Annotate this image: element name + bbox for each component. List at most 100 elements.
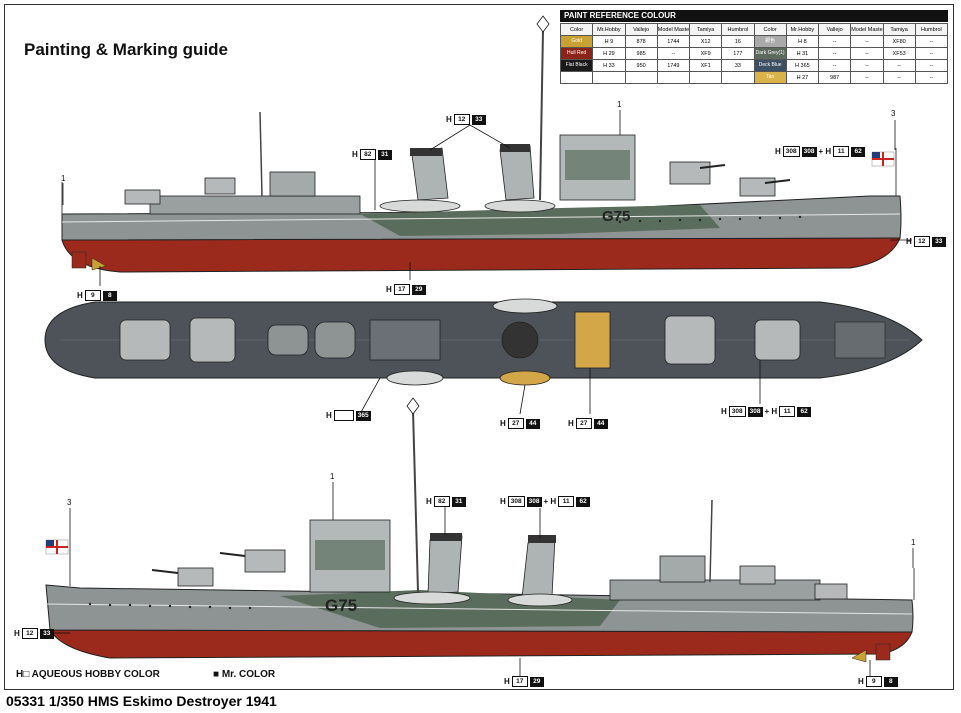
page-title: Painting & Marking guide [24, 40, 229, 59]
callout-h: H [77, 291, 83, 300]
callout-h: H [568, 419, 574, 428]
callout-code-a [333, 410, 354, 421]
header-modelmaster-2: Model Master [850, 23, 884, 36]
callout-code-a: 17 [511, 676, 528, 687]
top-aft-funnel-cap [410, 148, 442, 156]
callout-propeller-bottom: H 9 8 [858, 676, 898, 687]
top-boat-2 [484, 199, 556, 213]
callout-mast-top: H 82 31 [352, 149, 392, 160]
plan-gun-fwd-2 [754, 319, 801, 361]
marker-1-stern-bottom: 1 [911, 538, 916, 547]
callout-h: H [426, 497, 432, 506]
callout-camo-top: H 308 308 + H 11 62 [775, 146, 866, 157]
legend-mr-color: ■ Mr. COLOR [213, 669, 276, 680]
paint-table-header-row: Color Mr.Hobby Vallejo Model Master Tami… [559, 23, 949, 36]
top-boat-1 [379, 199, 461, 213]
plan-carley-float [499, 370, 551, 386]
plan-forecastle [834, 321, 886, 359]
callout-plus: + H [543, 497, 557, 506]
callout-code-b: 33 [931, 236, 946, 247]
callout-bow-top: H 12 33 [906, 236, 946, 247]
callout-h: H [352, 150, 358, 159]
top-fwd-funnel [499, 145, 535, 201]
callout-code-b: 31 [451, 496, 466, 507]
callout-code-d: 62 [576, 496, 591, 507]
callout-code-b: 33 [471, 114, 486, 125]
callout-code-b: 8 [883, 676, 898, 687]
bottom-fwd-funnel [427, 535, 463, 595]
plan-director [501, 321, 539, 359]
bottom-aft-funnel-cap [528, 535, 556, 543]
top-aft-mast [259, 111, 263, 197]
callout-h: H [326, 411, 332, 420]
callout-code-b: 29 [411, 284, 426, 295]
header-color-2: Color [753, 23, 787, 36]
callout-code-a: 12 [913, 236, 930, 247]
top-amid-deckhouse [269, 171, 316, 197]
top-main-mast [539, 29, 544, 201]
callout-code-b: 29 [529, 676, 544, 687]
mast-marker-bottom [406, 397, 420, 415]
callout-code-a: 17 [393, 284, 410, 295]
paint-swatch-left [561, 72, 592, 83]
plan-view [44, 298, 923, 386]
plan-funnel-fwd [314, 321, 356, 359]
header-mrhobby-2: Mr.Hobby [785, 23, 820, 36]
callout-funnel-top: H 12 33 [446, 114, 486, 125]
bottom-aft-gun-2 [814, 583, 848, 600]
paint-swatch-left: Hull Red [561, 48, 592, 59]
paint-modelmaster-right: -- [850, 71, 884, 84]
callout-code-b: 31 [377, 149, 392, 160]
paint-swatch-right: Dark Grey(1) [755, 48, 786, 59]
callout-h: H [504, 677, 510, 686]
bottom-fwd-gun-2 [244, 549, 286, 573]
callout-code-c: 11 [833, 146, 850, 157]
callout-code-a: 82 [359, 149, 376, 160]
callout-code-b: 44 [525, 418, 540, 429]
callout-code-b: 308 [747, 406, 763, 417]
callout-code-b: 308 [526, 496, 542, 507]
bottom-amid-deckhouse [659, 555, 706, 583]
callout-code-b: 44 [593, 418, 608, 429]
marker-1-bridge-bottom: 1 [330, 472, 335, 481]
plan-gun-aft-2 [189, 317, 236, 363]
callout-code-b: 308 [801, 146, 817, 157]
callout-h: H [386, 285, 392, 294]
callout-fwd-guns-plan: H 308 308 + H 11 62 [721, 406, 812, 417]
plan-torpedo-tubes [369, 319, 441, 361]
callout-bow-bottom: H 12 33 [14, 628, 54, 639]
callout-mast-bottom: H 82 31 [426, 496, 466, 507]
callout-code-c: 11 [779, 406, 796, 417]
callout-code-a: 27 [575, 418, 592, 429]
paint-swatch-right: 銀色 [755, 36, 786, 47]
top-fwd-gun-2 [739, 177, 776, 197]
callout-code-a: 12 [21, 628, 38, 639]
callout-code-c: 11 [558, 496, 575, 507]
bottom-profile-view [45, 409, 915, 663]
paint-hobby-right: H 27 [785, 71, 820, 84]
plan-boat-bottom [386, 370, 444, 386]
callout-code-b: 365 [355, 410, 371, 421]
bottom-boat-1 [393, 591, 471, 605]
callout-funnel-bottom: H 308 308 + H 11 62 [500, 496, 591, 507]
marker-1-bridge-top: 1 [617, 100, 622, 109]
top-aft-gun-2 [204, 177, 236, 195]
plan-boat-top [492, 298, 558, 314]
leader-lines [48, 110, 914, 677]
callout-code-a: 27 [507, 418, 524, 429]
header-modelmaster: Model Master [656, 23, 691, 36]
top-hull-camo [360, 205, 720, 236]
bottom-aft-mast [709, 499, 713, 583]
callout-bridge-deck: H 27 44 [568, 418, 608, 429]
callout-plus: + H [764, 407, 778, 416]
plan-bridge-deck [574, 311, 611, 369]
callout-code-a: 9 [865, 676, 882, 687]
bottom-fwd-funnel-cap [430, 533, 462, 541]
callout-float: H 27 44 [500, 418, 540, 429]
callout-h: H [906, 237, 912, 246]
callout-code-a: 308 [782, 146, 800, 157]
callout-hull-red-bottom: H 17 29 [504, 676, 544, 687]
paint-humbrol-right: -- [914, 71, 949, 84]
